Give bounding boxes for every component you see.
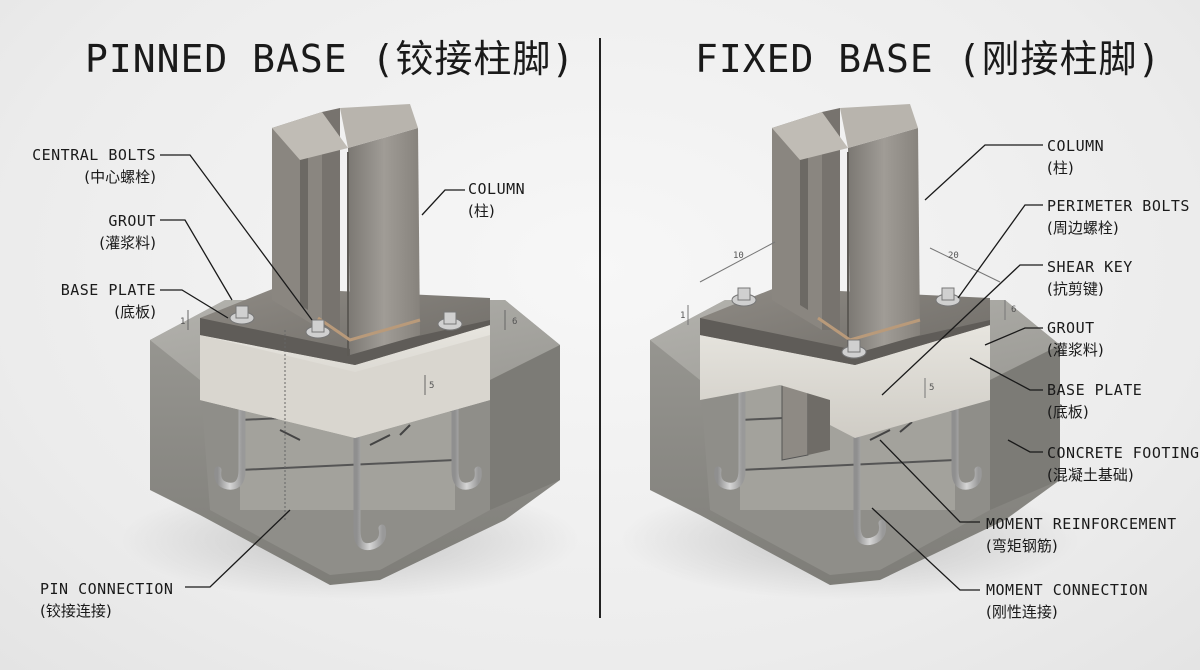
- fixed-base-assembly: 10 20 1 6 5: [620, 104, 1080, 600]
- right-grout: [700, 320, 990, 438]
- label-moment-connection: MOMENT CONNECTION (刚性连接): [986, 581, 1149, 621]
- left-column: [272, 104, 421, 356]
- right-dim-5: 5: [929, 383, 934, 393]
- right-dim-6: 6: [1011, 305, 1016, 315]
- label-column-left: COLUMN (柱): [468, 180, 526, 220]
- right-dim-20: 20: [948, 251, 959, 261]
- left-dim-6: 6: [512, 317, 517, 327]
- center-divider: [599, 38, 601, 618]
- left-dim-1: 1: [180, 317, 185, 327]
- right-dim-1: 1: [680, 311, 685, 321]
- label-grout-right: GROUT (灌浆料): [1047, 319, 1104, 359]
- label-base-plate-right: BASE PLATE (底板): [1047, 381, 1143, 421]
- label-moment-reinforcement: MOMENT REINFORCEMENT (弯矩钢筋): [986, 515, 1177, 555]
- left-leader-lines: [160, 154, 465, 588]
- right-dim-10: 10: [733, 251, 744, 261]
- left-nuts: [229, 305, 463, 339]
- right-column: [772, 104, 921, 356]
- label-pin-connection: PIN CONNECTION (铰接连接): [40, 580, 174, 620]
- left-anchor-rods: [214, 326, 482, 551]
- pinned-base-title: PINNED BASE (铰接柱脚): [85, 37, 576, 81]
- label-base-plate-left: BASE PLATE (底板): [60, 281, 156, 321]
- label-grout-left: GROUT (灌浆料): [99, 212, 156, 252]
- right-leader-lines: [871, 144, 1043, 591]
- fixed-base-title: FIXED BASE (刚接柱脚): [695, 37, 1162, 81]
- label-column-right: COLUMN (柱): [1047, 137, 1105, 177]
- right-anchor-rods: [714, 326, 982, 546]
- right-nuts: [731, 287, 961, 359]
- label-central-bolts: CENTRAL BOLTS (中心螺栓): [32, 146, 156, 186]
- label-shear-key: SHEAR KEY (抗剪键): [1047, 258, 1133, 298]
- label-perimeter-bolts: PERIMETER BOLTS (周边螺栓): [1047, 197, 1190, 237]
- label-concrete-footing: CONCRETE FOOTING (混凝土基础): [1047, 444, 1200, 484]
- left-dim-5: 5: [429, 381, 434, 391]
